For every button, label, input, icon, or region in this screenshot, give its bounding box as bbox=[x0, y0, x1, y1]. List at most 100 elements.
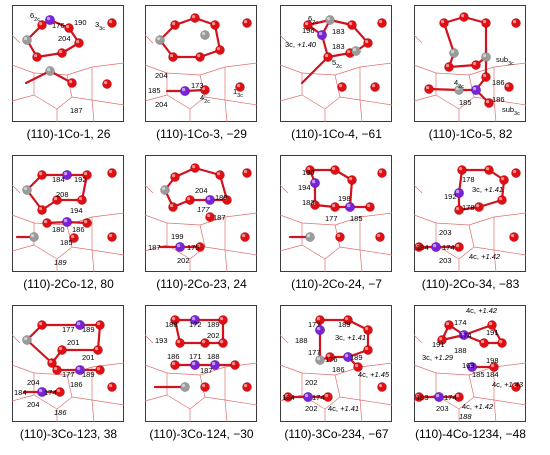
oxygen-atom bbox=[459, 12, 469, 22]
lattice-line bbox=[166, 94, 191, 110]
charge-value: +1.43 bbox=[504, 380, 524, 389]
oxygen-atom-highlight bbox=[306, 166, 311, 171]
carbon-atom-highlight bbox=[352, 47, 357, 52]
cobalt-atom-highlight bbox=[176, 243, 181, 248]
oxygen-atom-highlight bbox=[171, 361, 176, 366]
bond-length-label: 3c, +1.41 bbox=[335, 333, 366, 342]
lattice-line bbox=[56, 246, 73, 260]
bond-length-label: 176 bbox=[52, 21, 65, 30]
oxygen-atom bbox=[67, 78, 77, 88]
oxygen-atom-highlight bbox=[331, 166, 336, 171]
lattice-line bbox=[334, 216, 361, 226]
oxygen-atom-highlight bbox=[440, 19, 445, 24]
lattice-line bbox=[33, 372, 68, 376]
bond-length-label: 33c bbox=[95, 20, 105, 32]
oxygen-atom-highlight bbox=[243, 383, 248, 388]
charge-value: +1.41 bbox=[347, 333, 366, 342]
lattice-line bbox=[224, 399, 228, 422]
oxygen-atom-highlight bbox=[108, 19, 113, 24]
oxygen-atom bbox=[170, 172, 180, 182]
carbon-atom bbox=[160, 185, 170, 195]
cobalt-atom-highlight bbox=[63, 218, 68, 223]
oxygen-atom-highlight bbox=[354, 363, 359, 368]
oxygen-atom-highlight bbox=[512, 383, 517, 388]
bond-length-label: 194 bbox=[298, 183, 311, 192]
oxygen-atom bbox=[347, 20, 357, 30]
lattice-lines bbox=[145, 334, 257, 422]
oxygen-atom-highlight bbox=[512, 19, 517, 24]
lattice-line bbox=[359, 249, 392, 256]
lattice-line bbox=[468, 224, 475, 248]
lattice-line bbox=[224, 99, 257, 106]
panel-caption: (110)-2Co-23, 24 bbox=[156, 277, 247, 291]
oxygen-atom bbox=[57, 48, 67, 58]
oxygen-atom bbox=[230, 360, 240, 370]
cobalt-atom-highlight bbox=[455, 189, 460, 194]
lattice-line bbox=[71, 96, 93, 101]
bond-length-label: 202 bbox=[207, 331, 220, 340]
bond-length-label: 174 bbox=[312, 393, 325, 402]
lattice-line bbox=[204, 96, 226, 101]
carbon-atom-highlight bbox=[326, 16, 331, 21]
carbon-atom-highlight bbox=[23, 186, 28, 191]
panel-caption: (110)-1Co-4, −61 bbox=[291, 127, 382, 141]
cobalt-atom bbox=[189, 359, 201, 371]
oxygen-atom bbox=[363, 38, 373, 48]
lattice-line bbox=[301, 372, 336, 376]
oxygen-atom bbox=[102, 79, 112, 89]
bond-length-label: 177 bbox=[325, 214, 338, 223]
bond-length-label: 3c, +1.29 bbox=[422, 353, 454, 362]
oxygen-atom bbox=[218, 315, 228, 325]
lattice-line bbox=[359, 99, 363, 122]
lattice-line bbox=[189, 96, 206, 110]
lattice-line bbox=[359, 362, 392, 368]
oxygen-atom bbox=[74, 38, 84, 48]
bond-length-label: 208 bbox=[56, 190, 69, 199]
oxygen-atom bbox=[242, 168, 252, 178]
oxygen-atom-highlight bbox=[482, 73, 487, 78]
bond-length-label: 184 bbox=[52, 175, 65, 184]
lattice-line bbox=[189, 396, 206, 410]
oxygen-atom-highlight bbox=[78, 196, 83, 201]
bond-length-label: 184 bbox=[416, 243, 429, 252]
oxygen-atom-highlight bbox=[455, 206, 460, 211]
bond-length-label: 178 bbox=[462, 175, 475, 184]
oxygen-atom-highlight bbox=[415, 243, 420, 248]
carbon-atom-highlight bbox=[316, 356, 321, 361]
bond-length-label: 201 bbox=[82, 353, 95, 362]
lattice-line bbox=[224, 62, 257, 68]
oxygen-atom bbox=[509, 232, 519, 242]
cobalt-atom bbox=[179, 85, 191, 97]
oxygen-atom bbox=[107, 382, 117, 392]
oxygen-atom bbox=[107, 232, 117, 242]
bond bbox=[462, 323, 494, 337]
carbon-atom bbox=[351, 46, 361, 56]
oxygen-atom-highlight bbox=[376, 233, 381, 238]
oxygen-atom bbox=[439, 18, 449, 28]
lattice-line bbox=[145, 334, 154, 344]
oxygen-atom bbox=[37, 320, 47, 330]
oxygen-atom-highlight bbox=[186, 196, 191, 201]
oxygen-atom-highlight bbox=[94, 346, 99, 351]
oxygen-atom-highlight bbox=[284, 393, 289, 398]
carbon-atom bbox=[449, 48, 459, 58]
oxygen-atom-highlight bbox=[460, 13, 465, 18]
oxygen-atom bbox=[337, 82, 347, 92]
oxygen-atom-highlight bbox=[65, 24, 70, 29]
oxygen-atom bbox=[210, 20, 220, 30]
lattice-line bbox=[334, 66, 361, 76]
lattice-line bbox=[91, 249, 95, 272]
oxygen-atom bbox=[95, 320, 105, 330]
lattice-line bbox=[204, 246, 226, 251]
bond-length-label: 188 bbox=[454, 346, 467, 355]
oxygen-atom bbox=[363, 345, 373, 355]
carbon-atom bbox=[22, 335, 32, 345]
cobalt-atom-highlight bbox=[311, 179, 316, 184]
bond-length-label: 198 bbox=[338, 194, 351, 203]
bond-length-label: 187 bbox=[213, 213, 226, 222]
oxygen-atom-highlight bbox=[445, 321, 450, 326]
bond-length-label: 183 bbox=[416, 393, 429, 402]
